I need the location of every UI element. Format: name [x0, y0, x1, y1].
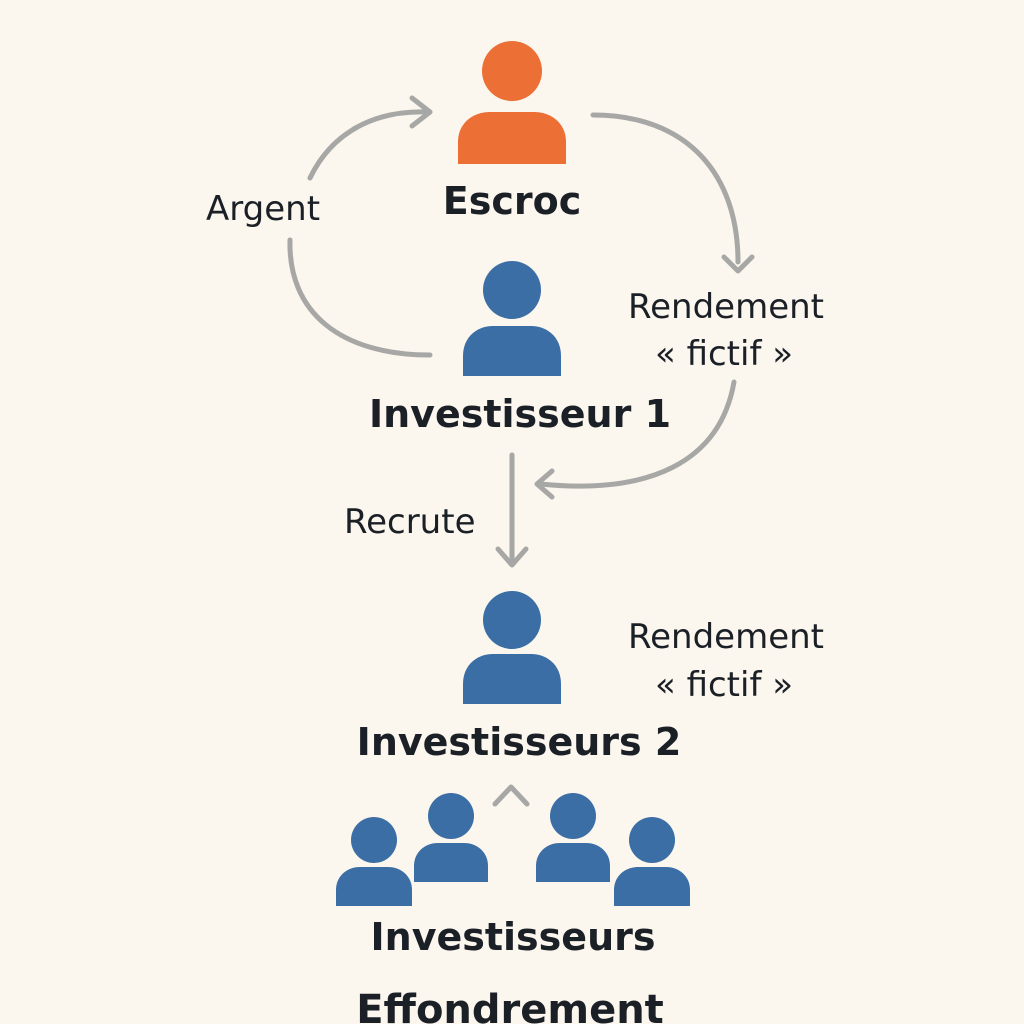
caret-up-icon [492, 784, 530, 807]
recrute-label: Recrute [344, 502, 476, 542]
rendement-2-label-line2: « fictif » [654, 665, 794, 705]
rendement-arrowhead-icon-lower [534, 468, 555, 500]
effondrement-label: Effondrement [356, 987, 664, 1024]
rendement-1-label-line1: Rendement [628, 287, 824, 327]
escroc-person-icon [458, 41, 566, 164]
group-person-icon [614, 817, 690, 906]
argent-label: Argent [206, 189, 321, 229]
investisseurs-label: Investisseurs [370, 915, 656, 959]
argent-arrow-upper [307, 109, 431, 181]
group-person-icon [414, 793, 488, 882]
escroc-label: Escroc [442, 179, 582, 223]
group-person-icon [336, 817, 412, 906]
rendement-arrow-upper [590, 112, 741, 265]
argent-arrow [287, 237, 433, 358]
recrute-arrowhead-icon [495, 546, 529, 568]
argent-arrowhead-icon [409, 95, 433, 129]
rendement-arrow-lower [537, 379, 737, 489]
investisseur-1-label: Investisseur 1 [368, 392, 672, 436]
investisseurs-2-person-icon [463, 591, 561, 704]
group-person-icon [536, 793, 610, 882]
rendement-arrowhead-icon-upper [721, 254, 755, 274]
rendement-1-label-line2: « fictif » [654, 334, 794, 374]
rendement-2-label-line1: Rendement [628, 617, 824, 657]
investisseurs-2-label: Investisseurs 2 [356, 720, 682, 764]
investisseur-1-person-icon [463, 261, 561, 376]
